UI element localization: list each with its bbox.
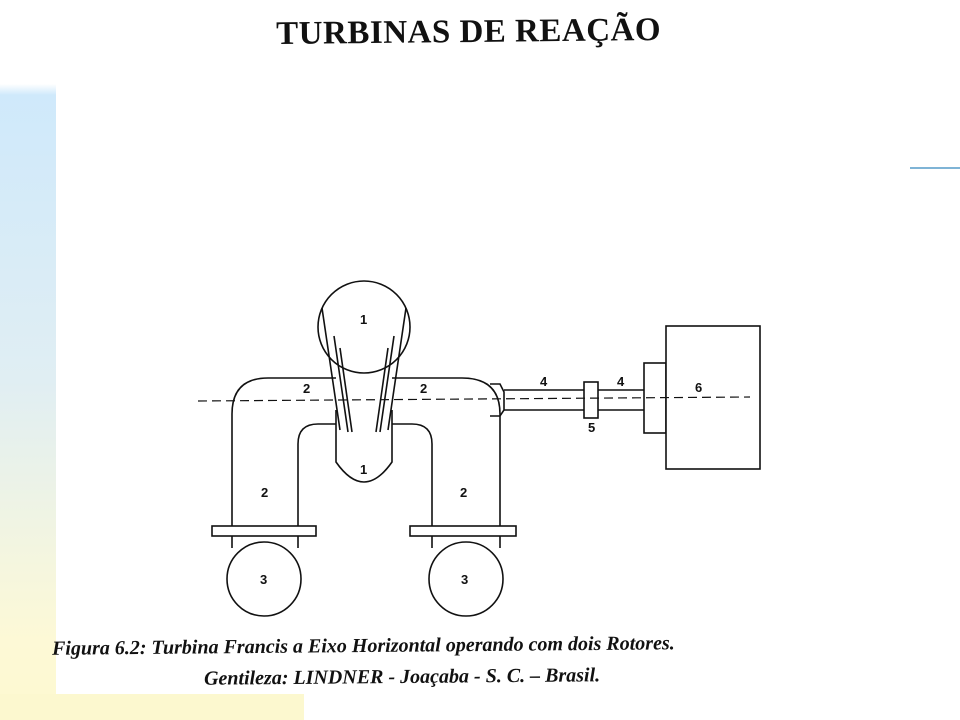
spiral-left-outer xyxy=(321,307,341,431)
label-spiral-top: 1 xyxy=(360,312,367,327)
left-flange xyxy=(211,525,317,537)
label-spiral-bottom: 1 xyxy=(360,462,367,477)
label-shaft-left: 4 xyxy=(540,374,548,389)
right-elbow-outer xyxy=(392,377,501,548)
slide-side-gradient xyxy=(0,0,56,720)
label-coupling: 5 xyxy=(588,420,595,435)
right-flange xyxy=(409,525,517,537)
central-runner-tube xyxy=(335,410,393,483)
spiral-left-inner xyxy=(333,335,349,433)
spiral-left-inner2 xyxy=(339,347,353,433)
label-generator: 6 xyxy=(695,380,702,395)
coupling xyxy=(583,381,599,419)
shaft-axis-line xyxy=(197,396,751,402)
label-shaft-right: 4 xyxy=(617,374,625,389)
label-draft-right: 3 xyxy=(461,572,468,587)
left-elbow-outer xyxy=(231,377,336,548)
right-elbow-inner xyxy=(392,423,433,548)
spiral-right-inner xyxy=(379,335,395,433)
spiral-right-outer xyxy=(387,307,407,431)
slide-accent-line xyxy=(910,167,960,169)
label-pipe-upper-left: 2 xyxy=(303,381,310,396)
slide-bottom-strip xyxy=(0,694,304,720)
label-draft-left: 3 xyxy=(260,572,267,587)
label-pipe-upper-right: 2 xyxy=(420,381,427,396)
label-pipe-left: 2 xyxy=(261,485,268,500)
spiral-right-inner2 xyxy=(375,347,389,433)
spiral-casing-circle xyxy=(317,280,411,374)
draft-tube-left xyxy=(226,541,302,617)
shaft-hub xyxy=(490,383,505,417)
left-elbow-inner xyxy=(297,423,336,548)
draft-tube-right xyxy=(428,541,504,617)
label-pipe-right: 2 xyxy=(460,485,467,500)
